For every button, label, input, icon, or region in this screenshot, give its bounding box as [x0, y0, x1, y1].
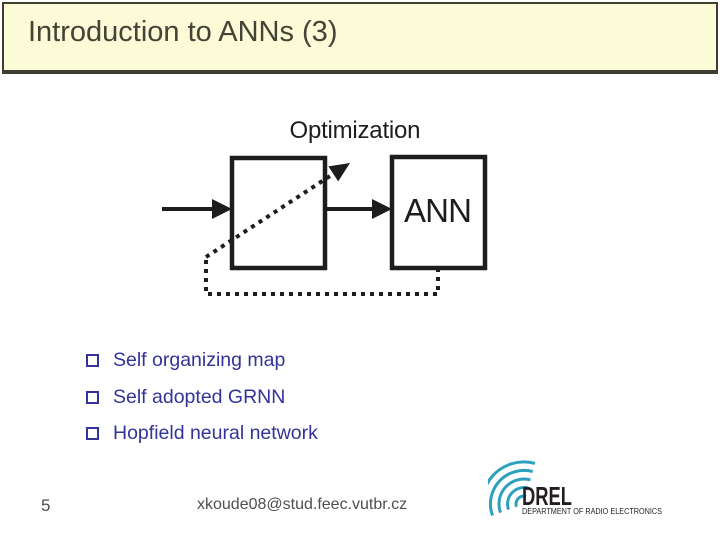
checkbox-bullet-icon [86, 390, 99, 404]
footer-email: xkoude08@stud.feec.vutbr.cz [197, 496, 408, 513]
signal-arrow-icon [325, 199, 392, 219]
checkbox-bullet-icon [86, 354, 99, 367]
radio-waves-icon [488, 460, 536, 517]
adjust-arrow-icon [204, 163, 350, 259]
slide-title: Introduction to ANNs (3) [28, 16, 338, 48]
list-item: Self adopted GRNN [86, 385, 318, 411]
bullet-label: Self adopted GRNN [113, 385, 286, 408]
page-number: 5 [41, 496, 51, 515]
bullet-label: Self organizing map [113, 349, 286, 371]
bullet-label: Hopfield neural network [113, 422, 318, 444]
bullet-list: Self organizing map Self adopted GRNN Ho… [86, 350, 318, 460]
list-item: Self organizing map [86, 350, 318, 374]
ann-box-label: ANN [404, 192, 472, 229]
logo-subtitle: DEPARTMENT OF RADIO ELECTRONICS [522, 507, 662, 516]
ann-optimization-diagram: Optimization ANN [162, 117, 488, 296]
input-arrow-icon [162, 199, 232, 219]
diagram-caption: Optimization [290, 117, 421, 144]
process-box [229, 155, 328, 271]
list-item: Hopfield neural network [86, 423, 318, 447]
title-bar: Introduction to ANNs (3) [2, 2, 718, 74]
logo-title: DREL [522, 481, 572, 511]
feedback-path-icon [204, 257, 440, 296]
drel-logo: DREL DEPARTMENT OF RADIO ELECTRONICS [488, 460, 662, 517]
checkbox-bullet-icon [86, 427, 99, 440]
